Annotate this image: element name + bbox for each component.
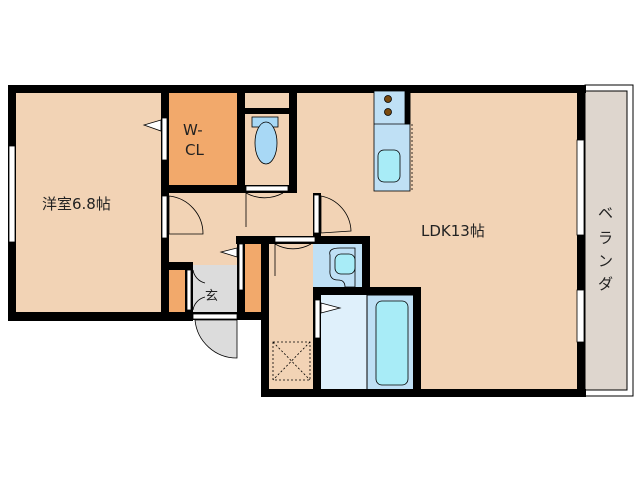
door-ldk[interactable]: [320, 195, 352, 234]
washroom: [269, 244, 314, 390]
window-balcony-2: [576, 289, 585, 343]
svg-text:ベ: ベ: [598, 204, 613, 222]
svg-text:ラ: ラ: [598, 229, 613, 247]
toilet-fixture: [251, 116, 279, 165]
door-entrance[interactable]: [194, 319, 238, 359]
svg-text:ン: ン: [598, 252, 613, 270]
balcony-label: ベ ラ ン ダ: [598, 204, 613, 293]
stove-burner-icon: [384, 108, 392, 116]
closet-label-1: W-: [183, 121, 203, 139]
closet-label-2: CL: [185, 141, 204, 159]
bathtub: [375, 300, 409, 386]
storage-arrow-icons: [142, 119, 342, 314]
shoe-storage-right: [245, 244, 261, 312]
door-washroom[interactable]: [274, 243, 312, 276]
door-toilet[interactable]: [245, 192, 284, 227]
window-balcony-1: [576, 139, 585, 236]
stove-burner-icon: [384, 95, 392, 103]
balcony: [584, 84, 634, 397]
door-western[interactable]: [168, 195, 204, 235]
door-shoe: [192, 269, 206, 311]
shoe-storage-left: [169, 270, 185, 312]
kitchen-counter: [373, 90, 413, 192]
ldk-label: LDK13帖: [421, 222, 485, 240]
arrow-icon: [320, 302, 342, 314]
laundry-space: [272, 341, 311, 381]
arrow-icon: [142, 119, 162, 132]
sink-icon: [377, 149, 401, 183]
toilet-fixture-2: [329, 247, 356, 288]
western-room-label: 洋室6.8帖: [42, 195, 111, 213]
storage-top: [245, 93, 289, 109]
western-room: [16, 93, 162, 313]
walk-in-closet: [169, 93, 238, 186]
doors: [168, 192, 352, 359]
window-west: [8, 145, 16, 243]
openings: [8, 117, 585, 343]
entrance-label: 玄: [205, 289, 218, 304]
svg-text:ダ: ダ: [598, 275, 613, 293]
arrow-icon: [219, 247, 238, 258]
entrance-floor: [193, 265, 238, 312]
